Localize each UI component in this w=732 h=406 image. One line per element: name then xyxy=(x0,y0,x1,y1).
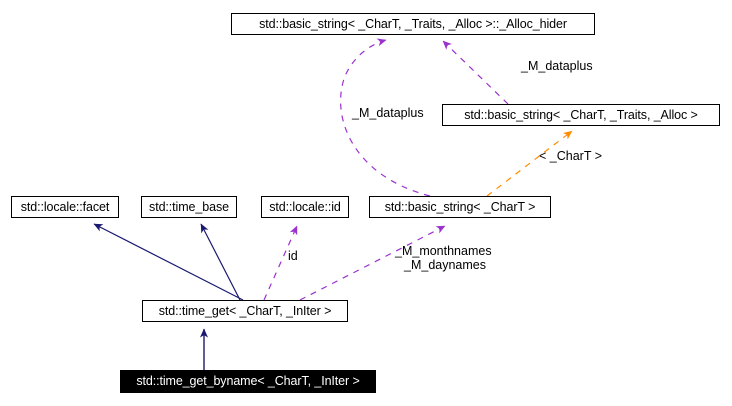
edge-time-get-to-locale-id xyxy=(263,225,298,301)
edge-label-daynames: _M_daynames xyxy=(404,258,486,272)
edge-basic-string-full-to-alloc-hider xyxy=(442,40,509,105)
node-label: std::time_get< _CharT, _InIter > xyxy=(158,303,332,318)
node-label: std::time_get_byname< _CharT, _InIter > xyxy=(136,374,360,389)
node-locale-id[interactable]: std::locale::id xyxy=(261,196,349,218)
node-label: std::locale::facet xyxy=(20,199,110,214)
node-locale-facet[interactable]: std::locale::facet xyxy=(11,196,119,218)
node-time-get[interactable]: std::time_get< _CharT, _InIter > xyxy=(142,300,348,322)
edge-label-id: id xyxy=(288,249,298,263)
edge-label-monthnames: _M_monthnames xyxy=(395,244,492,258)
node-alloc-hider[interactable]: std::basic_string< _CharT, _Traits, _All… xyxy=(231,13,595,35)
node-label: std::locale::id xyxy=(269,199,341,214)
node-label: std::basic_string< _CharT > xyxy=(384,199,536,214)
node-time-get-byname[interactable]: std::time_get_byname< _CharT, _InIter > xyxy=(120,370,376,393)
node-label: std::basic_string< _CharT, _Traits, _All… xyxy=(259,16,567,31)
edge-label-dataplus-right: _M_dataplus xyxy=(521,59,593,73)
node-basic-string-chart[interactable]: std::basic_string< _CharT > xyxy=(369,196,551,218)
edge-label-dataplus-left: _M_dataplus xyxy=(352,106,424,120)
edge-time-get-to-time-base xyxy=(200,223,241,301)
node-label: std::basic_string< _CharT, _Traits, _All… xyxy=(464,107,698,122)
edge-time-get-to-locale-facet xyxy=(93,223,244,301)
edge-label-chart-template: < _CharT > xyxy=(539,149,603,163)
node-label: std::time_base xyxy=(149,199,229,214)
edge-template-instance-chart xyxy=(486,130,573,197)
node-time-base[interactable]: std::time_base xyxy=(141,196,237,218)
node-basic-string-full[interactable]: std::basic_string< _CharT, _Traits, _All… xyxy=(442,104,720,126)
